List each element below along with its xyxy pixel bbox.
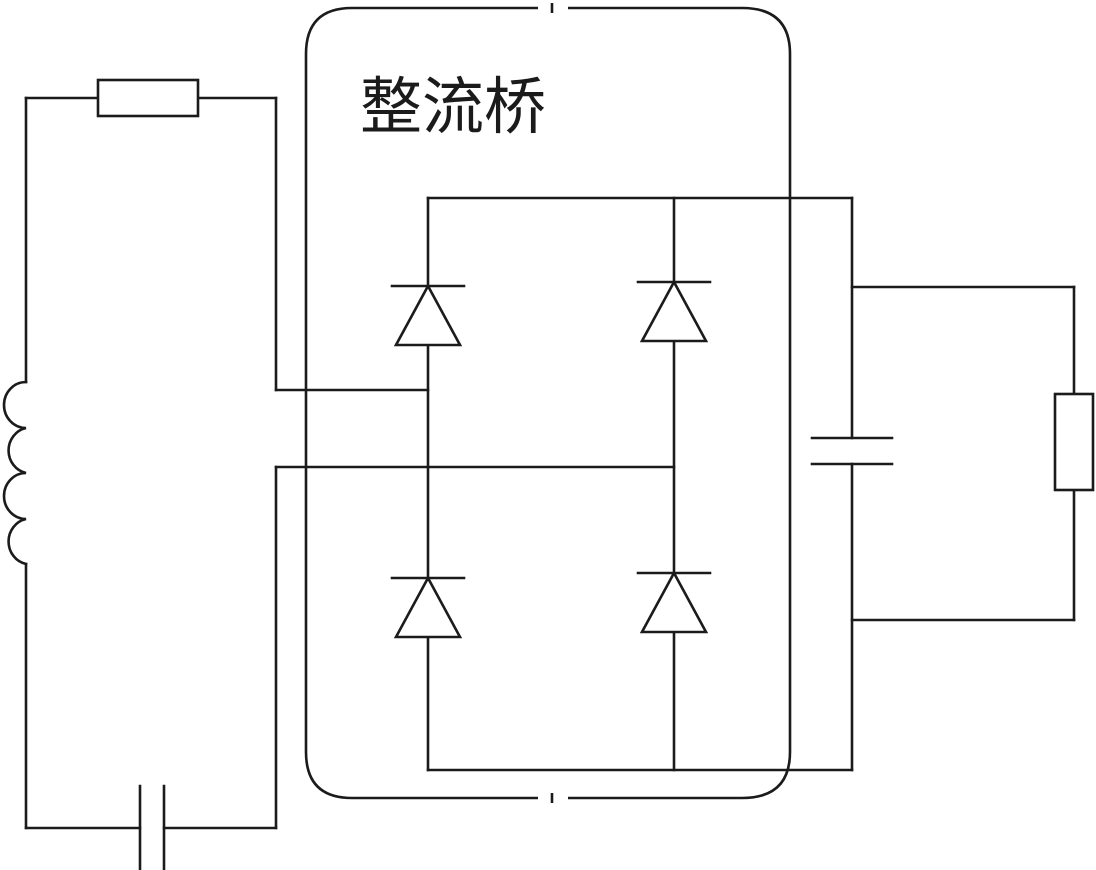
input-resistor bbox=[96, 78, 200, 118]
inductor-coil bbox=[2, 380, 28, 566]
load-resistor bbox=[1053, 392, 1095, 492]
bridge-wiring bbox=[426, 196, 854, 772]
diode-bottom-left bbox=[390, 575, 466, 639]
input-circuit bbox=[24, 96, 676, 830]
output-circuit bbox=[850, 196, 1076, 772]
rectifier-bridge-enclosure bbox=[304, 3, 792, 803]
diode-top-left bbox=[390, 283, 466, 347]
diode-bottom-right bbox=[636, 570, 712, 634]
diode-top-right bbox=[636, 279, 712, 343]
rectifier-bridge-label: 整流桥 bbox=[360, 70, 546, 143]
input-capacitor bbox=[138, 784, 166, 870]
filter-capacitor bbox=[810, 436, 894, 466]
